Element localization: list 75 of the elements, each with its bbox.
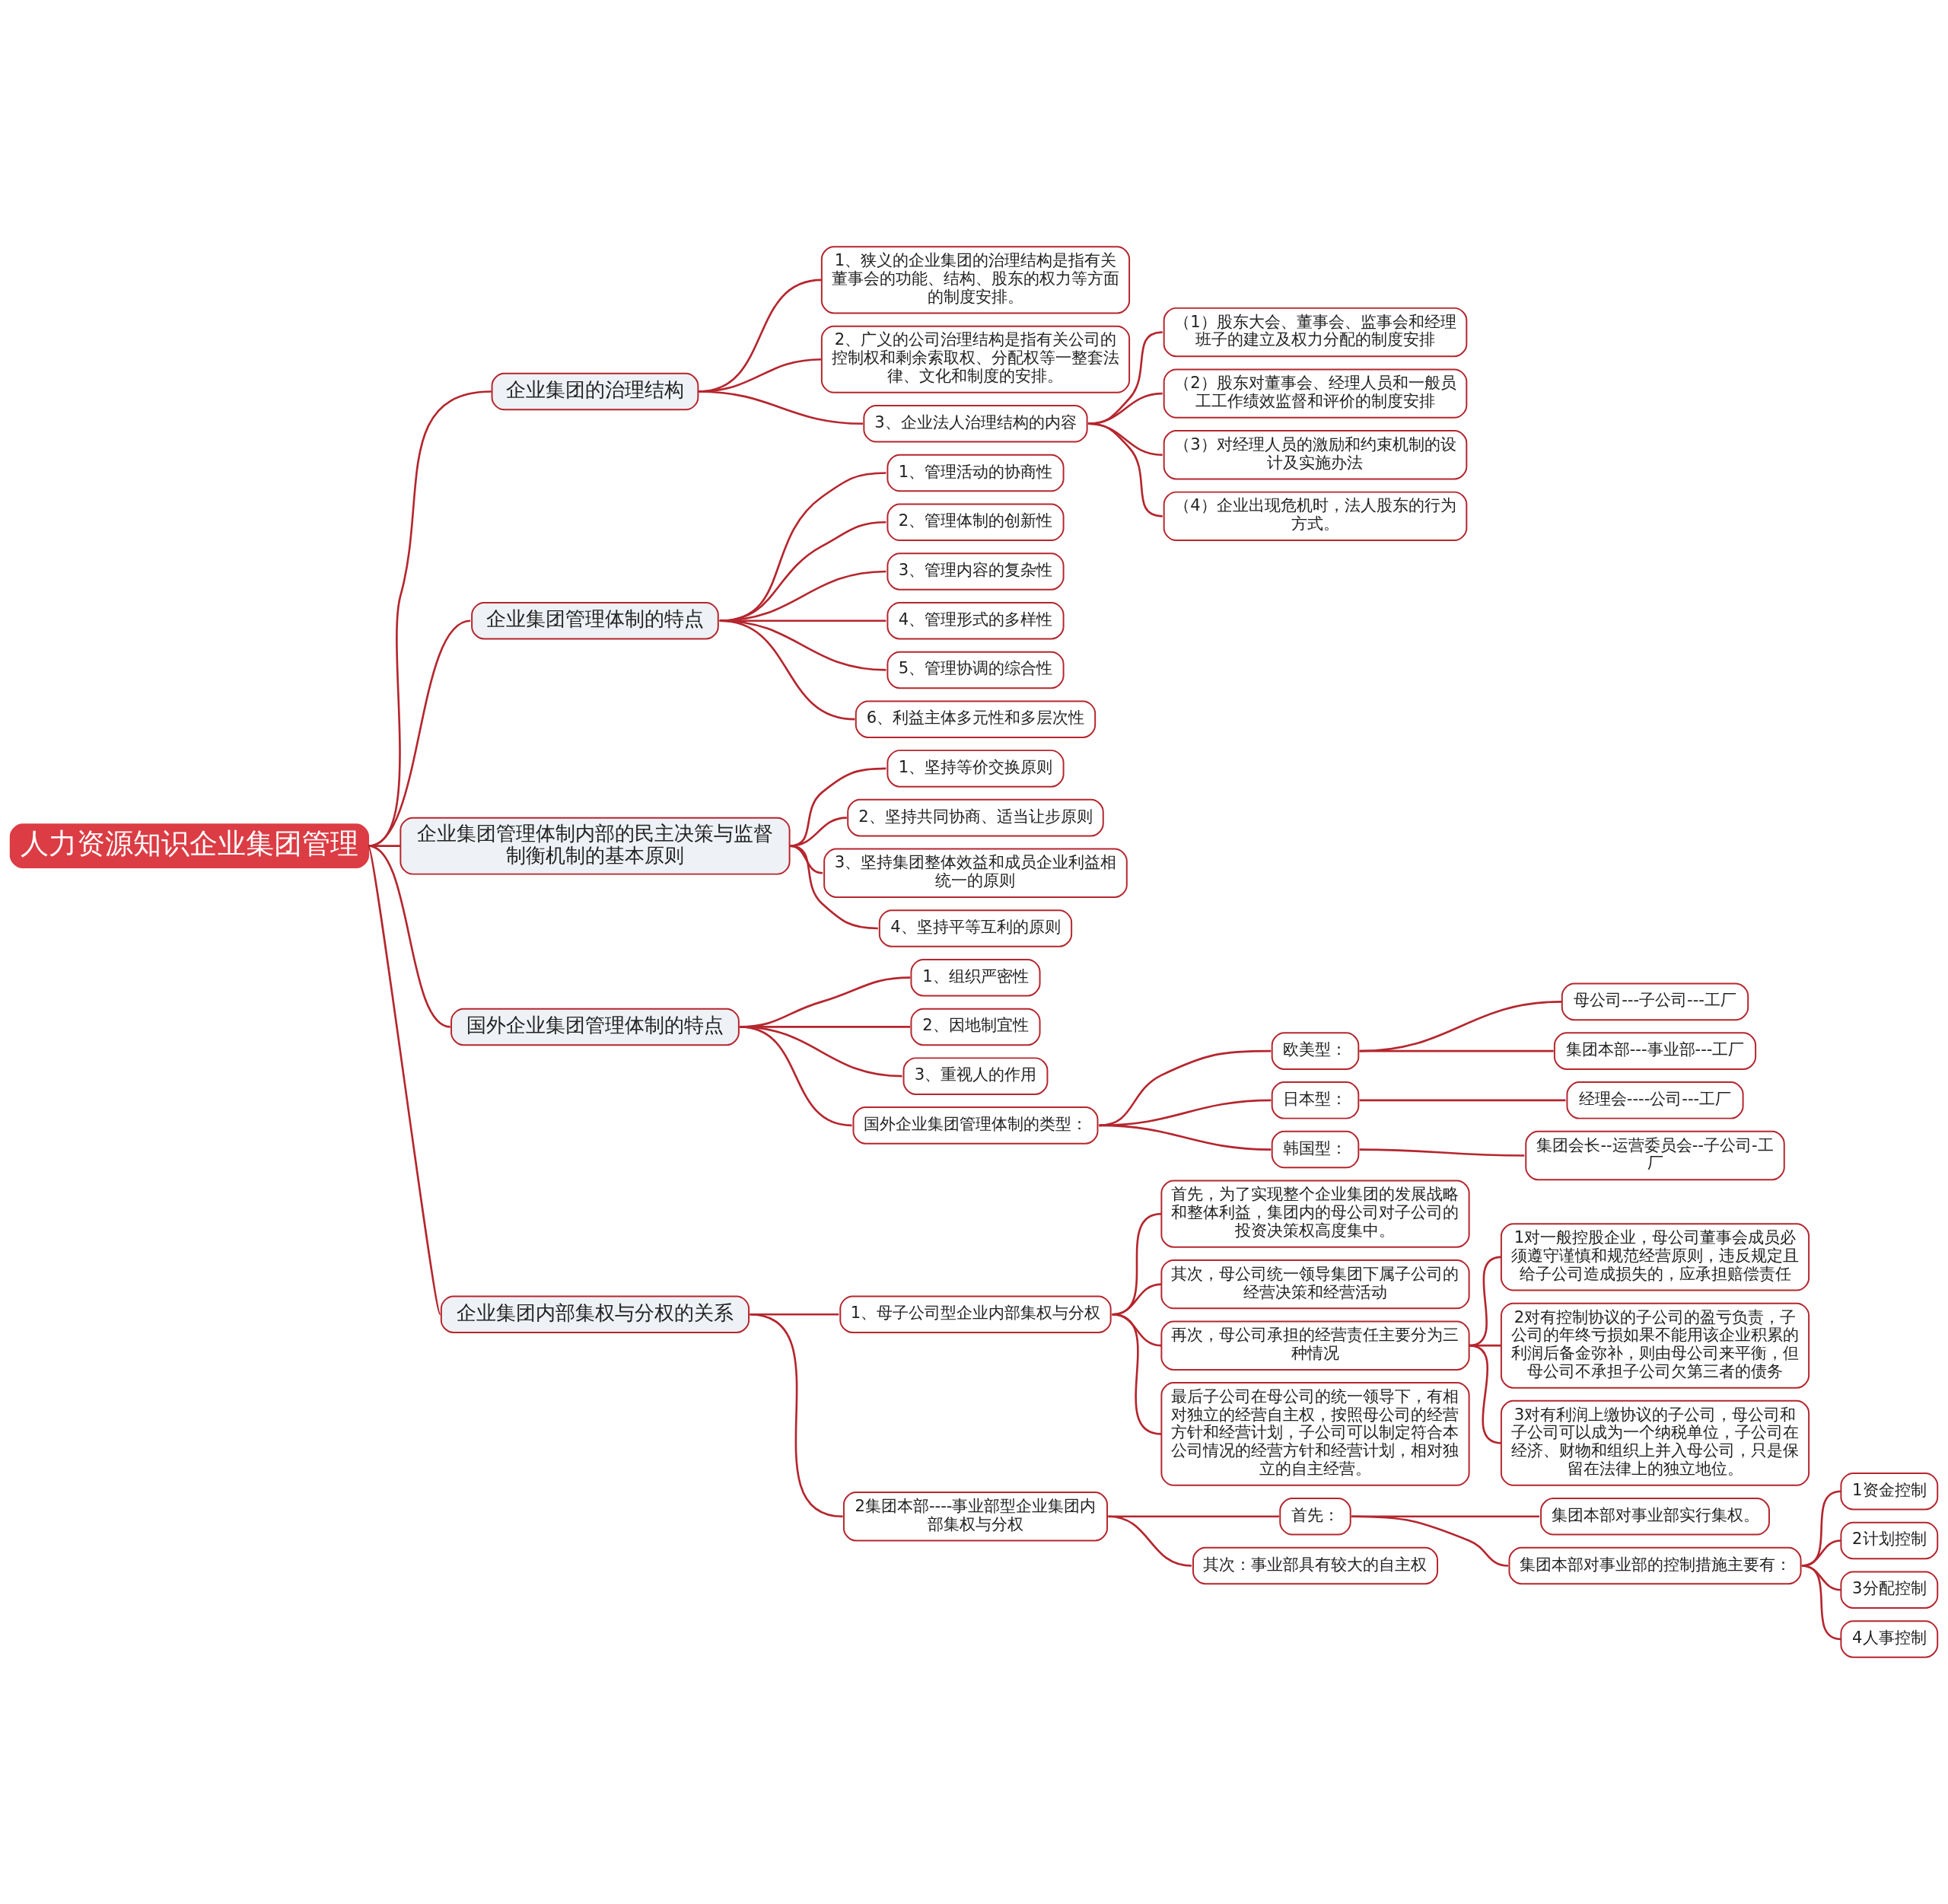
node-box: 3、企业法人治理结构的内容 — [863, 405, 1088, 443]
connector — [719, 619, 855, 721]
node-box: （4）企业出现危机时，法人股东的行为方式。 — [1163, 491, 1468, 541]
node-box: 其次：事业部具有较大的自主权 — [1192, 1546, 1438, 1585]
connector — [1087, 331, 1163, 425]
connector — [1108, 1515, 1279, 1518]
node-box: （2）股东对董事会、经理人员和一般员工工作绩效监督和评价的制度安排 — [1163, 368, 1468, 419]
connector — [699, 390, 864, 425]
node-box: 人力资源知识企业集团管理 — [9, 823, 370, 868]
node-box: 欧美型： — [1271, 1032, 1360, 1070]
connector — [1359, 1099, 1566, 1102]
node-box: 再次，母公司承担的经营责任主要分为三种情况 — [1160, 1320, 1470, 1371]
node-box: 韩国型： — [1271, 1130, 1360, 1169]
node-box: 集团本部---事业部---工厂 — [1553, 1032, 1757, 1070]
node-box: 2、坚持共同协商、适当让步原则 — [847, 798, 1104, 837]
node-box: 6、利益主体多元性和多层次性 — [855, 700, 1097, 738]
connector — [1112, 1313, 1162, 1435]
node-box: 2计划控制 — [1840, 1521, 1939, 1560]
node-box: 集团会长--运营委员会--子公司-工厂 — [1525, 1130, 1785, 1181]
connector — [1087, 422, 1163, 517]
connector — [789, 767, 886, 847]
node-box: 2对有控制协议的子公司的盈亏负责，子公司的年终亏损如果不能用该企业积累的利润后备金弥补，则由母公司来平衡，但母公司不承担子公司欠第三者的债务 — [1500, 1302, 1810, 1389]
connector — [740, 1026, 852, 1127]
node-box: 3、管理内容的复杂性 — [886, 552, 1065, 591]
connector — [1801, 1565, 1841, 1641]
connector — [1099, 1124, 1272, 1151]
node-box: 3、坚持集团整体效益和成员企业利益相统一的原则 — [823, 848, 1128, 898]
node-box: 1对一般控股企业，母公司董事会成员必须遵守谨慎和规范经营原则，违反规定且给子公司造成损失的，应承担赔偿责任 — [1500, 1223, 1810, 1291]
node-box: 母公司---子公司---工厂 — [1561, 982, 1749, 1021]
node-box: （3）对经理人员的激励和约束机制的设计及实施办法 — [1163, 430, 1468, 480]
node-box: 4、坚持平等互利的原则 — [878, 909, 1073, 947]
node-box: （1）股东大会、董事会、监事会和经理班子的建立及权力分配的制度安排 — [1163, 307, 1468, 358]
node-box: 3、重视人的作用 — [902, 1057, 1049, 1095]
node-box: 其次，母公司统一领导集团下属子公司的经营决策和经营活动 — [1160, 1259, 1470, 1310]
connector — [1099, 1049, 1272, 1127]
node-box: 1、狭义的企业集团的治理结构是指有关董事会的功能、结构、股东的权力等方面的制度安排。 — [820, 246, 1131, 314]
node-box: 1、管理活动的协商性 — [886, 454, 1065, 492]
connector — [1359, 1049, 1554, 1052]
connector — [1469, 1344, 1502, 1444]
connector — [750, 1313, 843, 1518]
node-box: 1、组织严密性 — [910, 958, 1041, 997]
connector — [1351, 1515, 1509, 1567]
node-box: 5、管理协调的综合性 — [886, 651, 1065, 689]
node-box: 首先： — [1279, 1498, 1351, 1536]
node-box: 经理会----公司---工厂 — [1566, 1081, 1744, 1119]
node-box: 集团本部对事业部的控制措施主要有： — [1508, 1546, 1802, 1585]
node-box: 1、母子公司型企业内部集权与分权 — [839, 1295, 1112, 1333]
node-box: 1、坚持等价交换原则 — [886, 750, 1065, 788]
node-box: 企业集团内部集权与分权的关系 — [440, 1295, 750, 1333]
connector — [1099, 1099, 1272, 1127]
connector — [1359, 1148, 1525, 1157]
connector — [1108, 1515, 1192, 1567]
node-box: 3分配控制 — [1840, 1571, 1939, 1609]
node-box: 2、管理体制的创新性 — [886, 503, 1065, 541]
node-box: 4、管理形式的多样性 — [886, 601, 1065, 640]
connector — [1359, 1001, 1562, 1052]
node-box: 1资金控制 — [1840, 1472, 1939, 1511]
node-box: 4人事控制 — [1840, 1620, 1939, 1658]
node-box: 企业集团管理体制内部的民主决策与监督制衡机制的基本原则 — [399, 817, 791, 875]
connector — [1087, 392, 1163, 425]
node-box: 2、因地制宜性 — [910, 1008, 1041, 1046]
connector — [367, 845, 441, 1315]
node-box: 2集团本部----事业部型企业集团内部集权与分权 — [842, 1492, 1109, 1542]
node-box: 集团本部对事业部实行集权。 — [1540, 1498, 1770, 1536]
node-box: 企业集团的治理结构 — [491, 372, 699, 411]
node-box: 企业集团管理体制的特点 — [471, 601, 719, 640]
node-box: 最后子公司在母公司的统一领导下，有相对独立的经营自主权，按照母公司的经营方针和经营计划，子公司可以制定符合本公司情况的经营方针和经营计划，相对独立的自主经营。 — [1160, 1382, 1470, 1486]
connector — [368, 845, 451, 1028]
node-box: 3对有利润上缴协议的子公司，母公司和子公司可以成为一个纳税单位，子公司在经济、财物和组织上并入母公司，只是保留在法律上的独立地位。 — [1500, 1399, 1810, 1486]
node-box: 首先，为了实现整个企业集团的发展战略和整体利益，集团内的母公司对子公司的投资决策权高度集中。 — [1160, 1180, 1470, 1248]
node-box: 日本型： — [1271, 1081, 1360, 1119]
node-box: 2、广义的公司治理结构是指有关公司的控制权和剩余索取权、分配权等一整套法律、文化和制度的安排。 — [820, 325, 1131, 393]
node-box: 国外企业集团管理体制的特点 — [450, 1008, 740, 1046]
connector — [789, 845, 878, 930]
node-box: 国外企业集团管理体制的类型： — [852, 1106, 1099, 1145]
